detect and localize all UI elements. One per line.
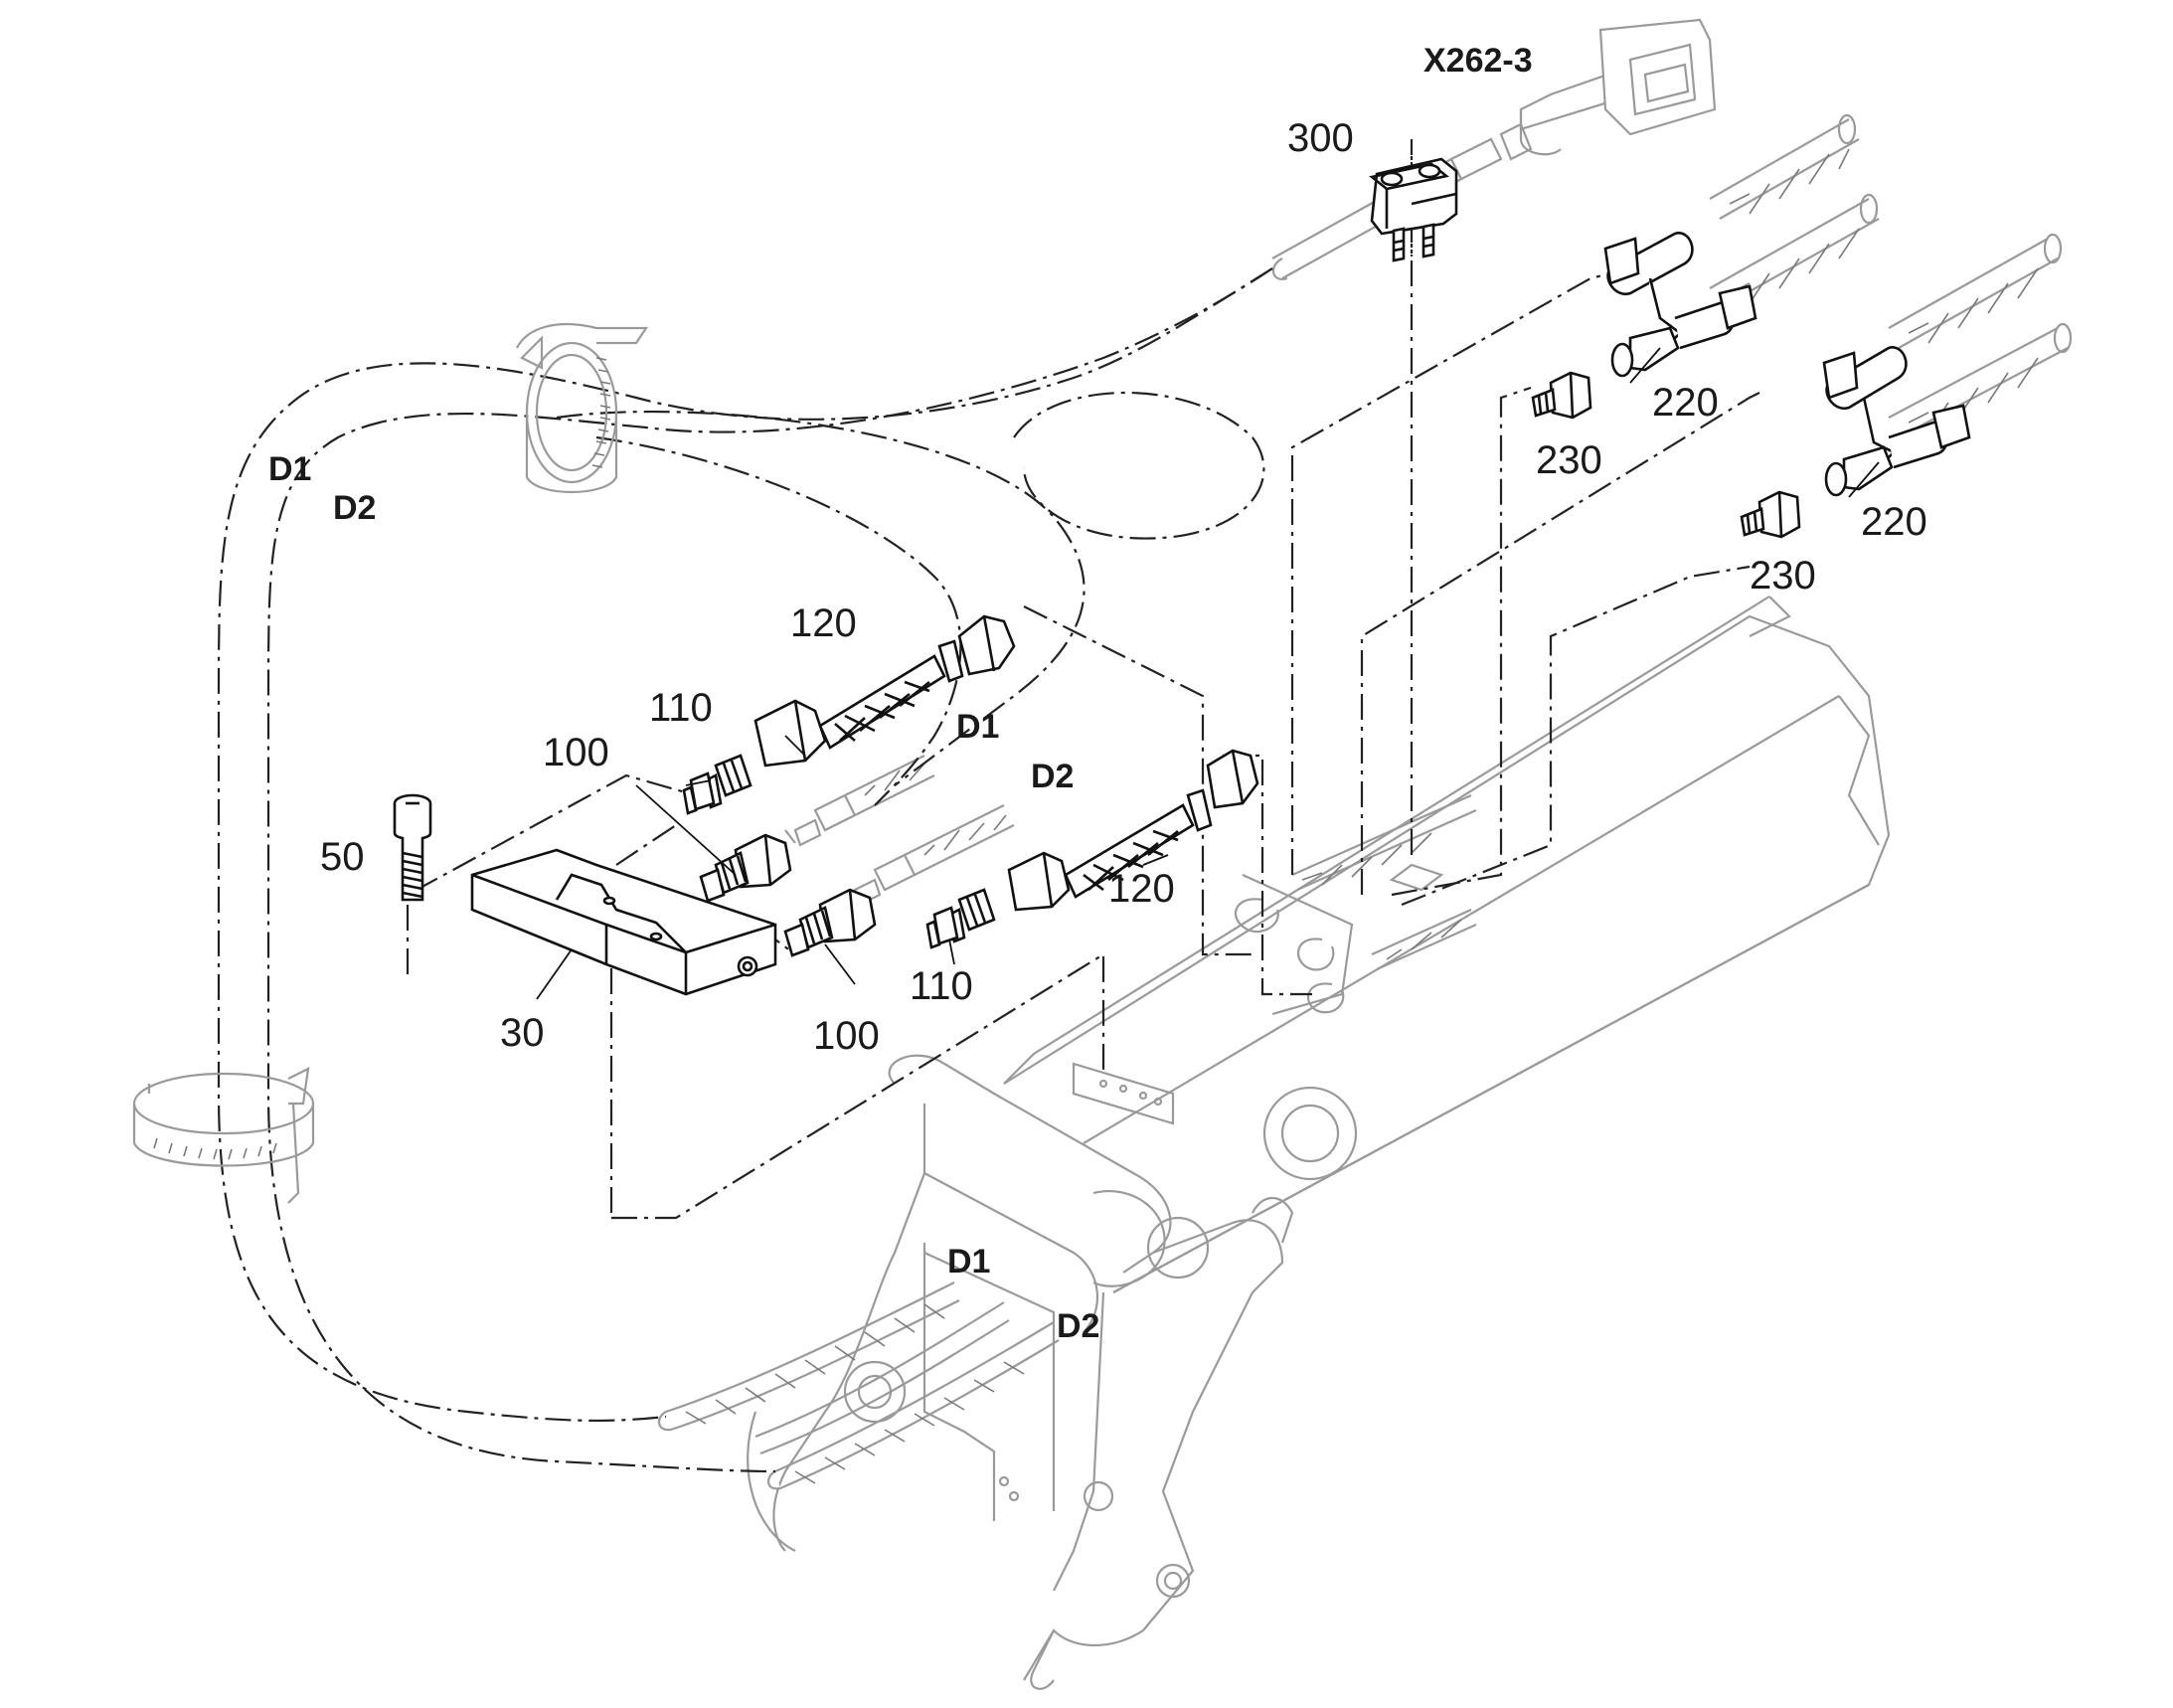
callout-120-lower: 120	[1108, 867, 1175, 911]
hose-label-d1-center: D1	[956, 708, 999, 746]
bracket-30	[470, 848, 777, 996]
plug-230-upper	[1531, 371, 1592, 420]
callout-30: 30	[500, 1011, 545, 1055]
hose-label-d2-coupler: D2	[1057, 1307, 1099, 1345]
boom-hoses-ghost	[1235, 793, 1477, 1016]
hose-label-d1-coupler: D1	[947, 1243, 990, 1281]
hose-label-d2-center: D2	[1031, 758, 1074, 795]
diagram-labels: X262-3 300 220 220 230 230 120 120 110 1…	[268, 42, 1927, 1345]
fitting-100-lower	[783, 888, 877, 957]
callout-120-upper: 120	[790, 601, 857, 645]
callout-110-lower: 110	[910, 964, 973, 1008]
bolt-50	[393, 793, 432, 902]
hose-label-d2-left: D2	[333, 489, 376, 527]
callout-110-upper: 110	[649, 686, 713, 730]
callout-220-lower: 220	[1861, 500, 1927, 544]
clamp-300	[1369, 157, 1458, 262]
hose-120-upper	[753, 614, 1016, 768]
connector-x262-3-ghost	[1271, 18, 1717, 280]
hose-label-d1-left: D1	[268, 450, 311, 488]
plug-230-lower	[1740, 490, 1801, 539]
callout-230-lower: 230	[1750, 554, 1816, 598]
cable-tie-lower	[132, 1067, 315, 1204]
callout-300: 300	[1287, 116, 1354, 160]
cable-tie-upper	[516, 323, 649, 493]
callout-230-upper: 230	[1536, 438, 1602, 482]
tee-fitting-220-lower	[1822, 346, 1971, 497]
fitting-110-upper	[682, 754, 752, 815]
boom-arm-ghost	[1003, 596, 1891, 1293]
fitting-110-lower	[925, 888, 996, 949]
upper-right-hoses-ghost	[1709, 113, 2073, 438]
connector-label: X262-3	[1423, 42, 1533, 80]
callout-220-upper: 220	[1652, 381, 1719, 425]
quick-coupler-ghost	[747, 1054, 1294, 1690]
leader-lines	[536, 347, 1880, 1000]
callout-100-lower: 100	[813, 1014, 880, 1058]
hose-120-lower	[1007, 749, 1259, 912]
tee-fitting-220-upper	[1603, 232, 1757, 378]
fitting-100-upper	[699, 833, 792, 903]
callout-100-upper: 100	[543, 731, 609, 774]
callout-50: 50	[320, 835, 365, 879]
coupler-hoses-ghost	[658, 1281, 1060, 1490]
center-hoses-ghost	[784, 755, 1015, 907]
